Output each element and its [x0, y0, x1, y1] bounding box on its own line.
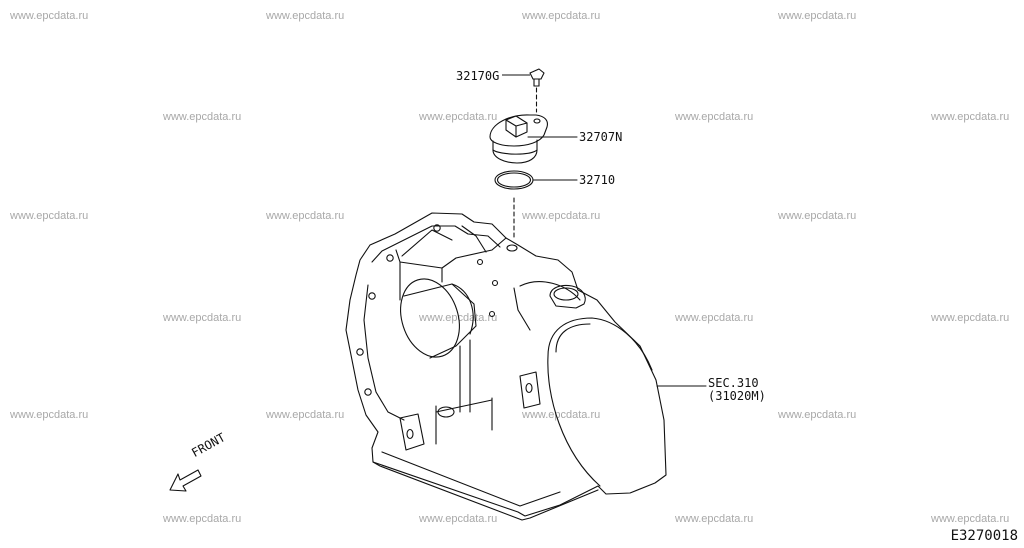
watermark: www.epcdata.ru: [419, 111, 498, 123]
part-label-sensor: 32707N: [579, 130, 623, 144]
section-ref-line1: SEC.310: [708, 376, 759, 390]
watermark: www.epcdata.ru: [10, 409, 89, 421]
watermark: www.epcdata.ru: [266, 409, 345, 421]
diagram-code: E3270018: [950, 528, 1018, 544]
watermark: www.epcdata.ru: [931, 312, 1010, 324]
part-label-bolt: 32170G: [456, 69, 500, 83]
watermark: www.epcdata.ru: [163, 513, 242, 525]
watermark: www.epcdata.ru: [163, 111, 242, 123]
section-ref-line2: (31020M): [708, 389, 766, 403]
watermark: www.epcdata.ru: [266, 210, 345, 222]
watermark: www.epcdata.ru: [675, 111, 754, 123]
transmission-case-drawing: [345, 212, 707, 521]
watermark: www.epcdata.ru: [778, 210, 857, 222]
watermark: www.epcdata.ru: [419, 312, 498, 324]
part-label-o-ring: 32710: [579, 173, 616, 187]
leader-line-bolt: [502, 74, 530, 76]
watermark: www.epcdata.ru: [266, 10, 345, 22]
sensor-32707n-drawing: [489, 114, 578, 164]
bolt-32170g-drawing: [529, 68, 545, 113]
front-arrow-icon: [169, 469, 202, 492]
watermark: www.epcdata.ru: [10, 210, 89, 222]
watermark: www.epcdata.ru: [931, 111, 1010, 123]
watermark: www.epcdata.ru: [675, 513, 754, 525]
watermark: www.epcdata.ru: [675, 312, 754, 324]
watermark: www.epcdata.ru: [522, 10, 601, 22]
watermark: www.epcdata.ru: [10, 10, 89, 22]
watermark: www.epcdata.ru: [931, 513, 1010, 525]
watermark: www.epcdata.ru: [163, 312, 242, 324]
watermark: www.epcdata.ru: [778, 10, 857, 22]
watermark: www.epcdata.ru: [522, 210, 601, 222]
o-ring-32710-drawing: [494, 170, 578, 239]
watermark: www.epcdata.ru: [522, 409, 601, 421]
watermark: www.epcdata.ru: [419, 513, 498, 525]
watermark: www.epcdata.ru: [778, 409, 857, 421]
